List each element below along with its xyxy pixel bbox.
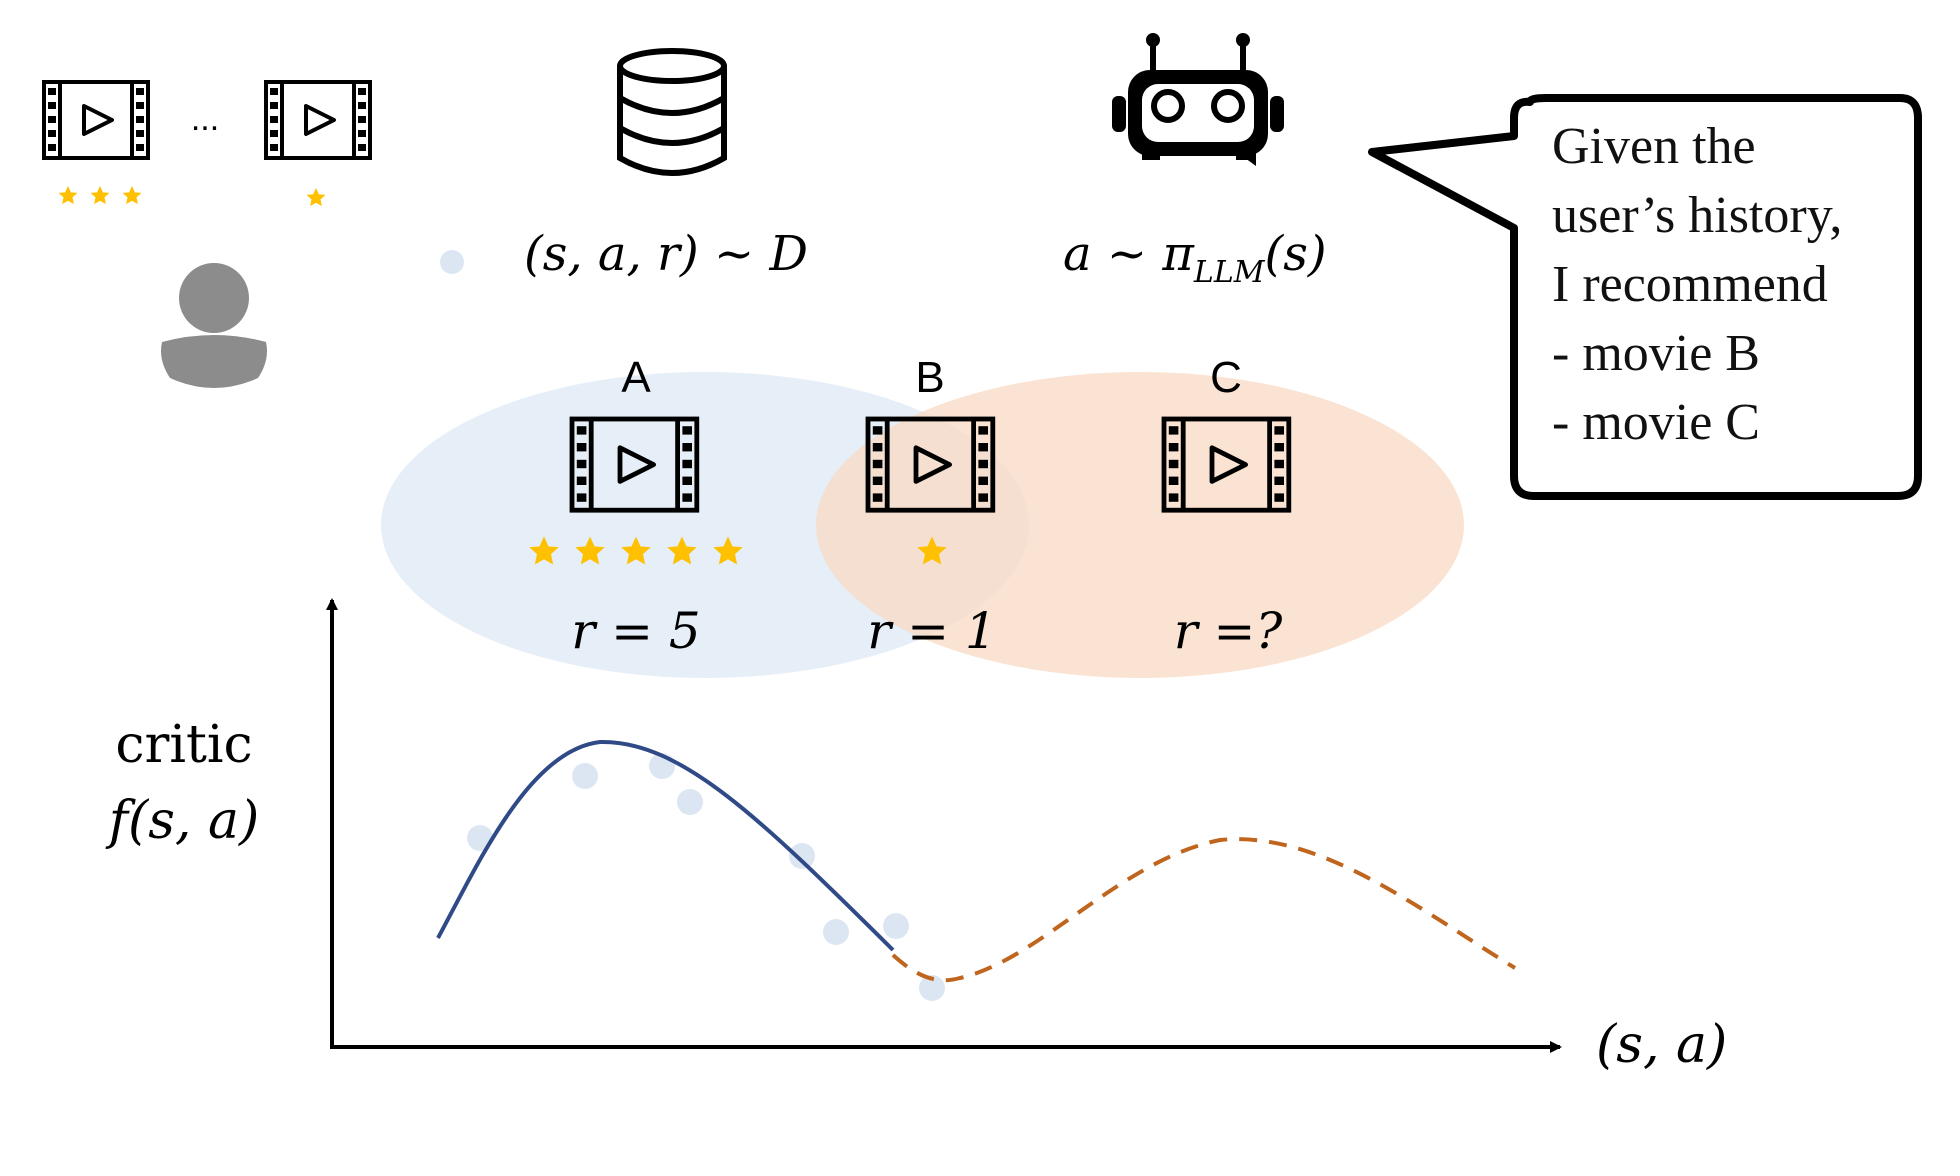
speech-line: I recommend <box>1552 256 1828 313</box>
user-icon <box>161 263 267 388</box>
history-last-film-icon <box>264 80 372 160</box>
critic-ylabel-line1: critic <box>115 715 252 775</box>
data-point <box>572 763 598 789</box>
speech-line: user’s history, <box>1552 187 1843 244</box>
movie-b-label: B <box>915 353 944 402</box>
critic-fitted-curve <box>436 739 895 952</box>
policy-formula: a ~ πLLM(s) <box>1063 226 1327 290</box>
movie-c-reward: r =? <box>1174 602 1284 660</box>
star-icon <box>306 188 326 207</box>
data-point <box>883 913 909 939</box>
critic-extrapolation-curve <box>891 837 1517 983</box>
policy-region <box>816 372 1464 678</box>
movie-a-reward: r = 5 <box>571 602 700 660</box>
data-point <box>467 825 493 851</box>
dataset-formula: (s, a, r) ~ D <box>524 226 808 282</box>
star-icon <box>58 186 78 205</box>
speech-bubble-text: Given the user’s history, I recommend - … <box>1552 112 1912 457</box>
star-icon <box>122 186 142 205</box>
critic-xlabel: (s, a) <box>1596 1015 1727 1075</box>
speech-line: - movie C <box>1552 394 1760 451</box>
history-ellipsis: ... <box>191 100 219 138</box>
movie-a-label: A <box>621 353 651 402</box>
data-point <box>789 843 815 869</box>
data-point <box>677 789 703 815</box>
robot-icon <box>1112 33 1284 166</box>
data-point <box>823 919 849 945</box>
movie-c-label: C <box>1210 353 1242 402</box>
critic-data-points <box>467 753 945 1001</box>
speech-line: Given the <box>1552 118 1756 175</box>
speech-bubble <box>1368 94 1922 500</box>
critic-ylabel-line2: f(s, a) <box>105 791 260 851</box>
history-first-stars <box>58 186 142 205</box>
star-icon <box>90 186 110 205</box>
data-point <box>919 975 945 1001</box>
history-first-film-icon <box>42 80 150 160</box>
speech-line: - movie B <box>1552 325 1760 382</box>
database-icon <box>617 48 727 176</box>
dataset-point-legend <box>440 250 464 274</box>
history-last-stars <box>306 188 326 207</box>
movie-b-reward: r = 1 <box>867 602 996 660</box>
